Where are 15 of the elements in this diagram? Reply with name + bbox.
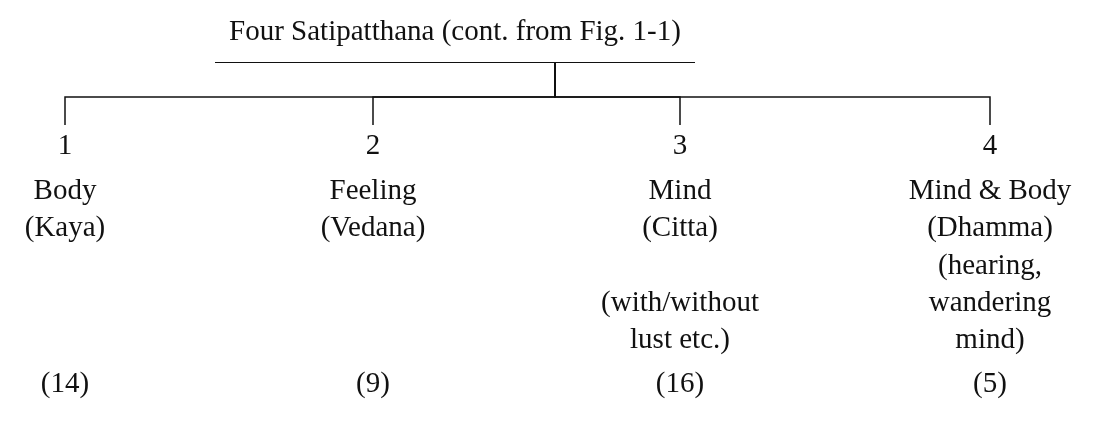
category-name: Mind (Citta) (641, 172, 719, 244)
description: (hearing, wandering mind) (927, 247, 1053, 356)
category-name: Mind & Body (Dhamma) (907, 172, 1073, 244)
category-number: 3 (671, 127, 689, 162)
description: (with/without lust etc.) (600, 284, 760, 356)
heading: Four Satipatthana (cont. from Fig. 1-1) (215, 2, 695, 63)
item-count: (9) (355, 365, 391, 400)
category-name: Feeling (Vedana) (319, 172, 427, 244)
category-name: Body (Kaya) (23, 172, 107, 244)
category-number: 1 (56, 127, 74, 162)
item-count: (5) (972, 365, 1008, 400)
category-number: 2 (364, 127, 382, 162)
item-count: (16) (654, 365, 706, 400)
item-count: (14) (39, 365, 91, 400)
category-number: 4 (981, 127, 999, 162)
